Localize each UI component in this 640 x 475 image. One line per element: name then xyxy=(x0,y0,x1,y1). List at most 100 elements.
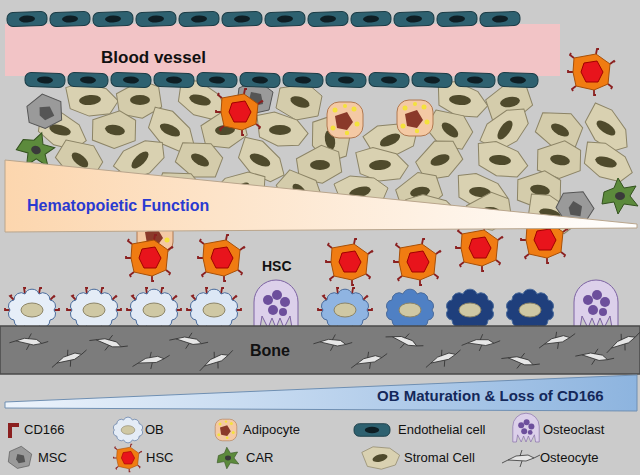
endothelial-cell xyxy=(111,72,151,87)
bone-band: Bone xyxy=(0,326,640,374)
osteoblast-nucleus xyxy=(143,303,165,317)
endothelial-cell xyxy=(412,72,452,87)
hsc-cell xyxy=(456,225,503,271)
car-icon xyxy=(217,447,239,469)
gradient-wedge xyxy=(5,375,637,411)
osteoclast-cell xyxy=(254,280,298,328)
osteoblast-nucleus xyxy=(334,303,356,317)
endothelial-cell xyxy=(326,72,366,87)
osteocyte-cell xyxy=(9,330,49,353)
node-text: Blood vessel xyxy=(101,48,206,68)
osteoclast-icon xyxy=(513,413,539,442)
endothelial-cell xyxy=(480,11,520,26)
stromal-legend-text: Stromal Cell xyxy=(404,450,475,466)
node-shape xyxy=(0,326,640,374)
osteocyte-legend-text: Osteocyte xyxy=(540,450,599,466)
osteoblast-body xyxy=(8,289,55,331)
stromal-icon xyxy=(362,447,400,469)
osteocyte-icon xyxy=(502,450,540,467)
osteoblast xyxy=(506,289,553,331)
blood-vessel-band: Blood vessel xyxy=(5,8,560,90)
cd166-icon xyxy=(8,423,19,438)
osteoblast xyxy=(386,289,433,331)
osteoblast-legend-text: OB xyxy=(145,422,164,438)
osteoblast xyxy=(318,288,372,331)
osteoblast xyxy=(187,288,241,331)
endothelial-cell xyxy=(179,11,219,26)
cell-label: HSC xyxy=(262,258,292,275)
endothelial-cell xyxy=(50,11,90,26)
node-text: OB Maturation & Loss of CD166 xyxy=(377,387,604,405)
osteocyte-cell xyxy=(537,329,577,352)
endothelial-cell xyxy=(68,72,108,87)
osteoblast-row xyxy=(5,280,618,331)
hsc-cell xyxy=(216,89,263,135)
hsc-cell xyxy=(326,239,373,285)
gradient-wedge xyxy=(5,160,637,232)
osteoblast xyxy=(127,288,181,331)
endothelial-cell xyxy=(498,72,538,87)
endothelial-cell xyxy=(394,11,434,26)
endothelial-cell xyxy=(7,11,47,26)
hsc-cell xyxy=(394,239,441,285)
endothelial-cell xyxy=(369,72,409,87)
osteoblast-body xyxy=(130,289,177,331)
endothelial-cell xyxy=(283,72,323,87)
vessel-lumen xyxy=(5,24,560,76)
osteoblast-icon-nucleus xyxy=(121,426,135,435)
endothelial-cell xyxy=(437,11,477,26)
hsc-cell xyxy=(198,235,245,281)
osteocyte-cell xyxy=(423,345,464,371)
osteoclast-legend-text: Osteoclast xyxy=(543,422,604,438)
endothelial-icon xyxy=(354,424,390,437)
osteoblast-nucleus xyxy=(83,303,105,317)
osteoblast xyxy=(5,288,59,331)
osteoblast-nucleus xyxy=(399,303,421,317)
osteocyte-cell xyxy=(168,328,209,354)
osteocyte-cell xyxy=(461,332,500,352)
endothelial-cell xyxy=(197,72,237,87)
stromal-cell xyxy=(88,108,140,151)
osteoblast-nucleus xyxy=(459,303,481,317)
osteocyte-cell xyxy=(49,345,90,371)
osteocyte-cell xyxy=(500,346,542,375)
cd166-legend-text: CD166 xyxy=(24,422,64,438)
stromal-cell xyxy=(575,135,638,190)
node-shape xyxy=(5,8,560,90)
osteoblast-nucleus xyxy=(203,303,225,317)
node-text: Hematopoietic Function xyxy=(27,196,209,215)
osteocyte-cell xyxy=(88,328,130,357)
hsc-cell xyxy=(568,49,615,95)
osteoblast-body xyxy=(321,289,368,331)
osteoblast-body xyxy=(190,289,237,331)
endothelial-cell xyxy=(308,11,348,26)
car-legend-text: CAR xyxy=(246,450,273,466)
endothelial-cell xyxy=(154,72,194,87)
msc-icon xyxy=(8,446,31,468)
adipocyte-icon xyxy=(215,419,237,441)
osteocyte-cell xyxy=(195,346,237,375)
ob-maturation-wedge: OB Maturation & Loss of CD166 xyxy=(5,374,637,412)
adipocyte-cell xyxy=(327,102,363,138)
hsc-cell xyxy=(126,235,173,281)
endothelial-cell xyxy=(265,11,305,26)
osteocyte-cell xyxy=(349,349,389,372)
endothelial-cell xyxy=(25,72,65,87)
osteocyte-cell xyxy=(313,331,353,354)
osteoblast-icon xyxy=(113,417,142,443)
msc-cell xyxy=(23,90,67,132)
osteocyte-cell xyxy=(574,344,615,370)
node-shape xyxy=(5,158,637,234)
osteoblast-body xyxy=(386,289,433,331)
adipocyte-cell xyxy=(397,100,433,136)
endothelial-legend-text: Endothelial cell xyxy=(398,422,485,438)
osteoblast xyxy=(446,289,493,331)
legend-icons xyxy=(8,413,540,472)
hematopoietic-gradient-wedge: Hematopoietic Function xyxy=(5,158,637,234)
osteoblast-body xyxy=(506,289,553,331)
hsc-icon xyxy=(114,444,142,472)
node-text: Bone xyxy=(250,341,290,360)
endothelial-cell xyxy=(136,11,176,26)
adipocyte-legend-text: Adipocyte xyxy=(243,422,300,438)
endothelial-cell xyxy=(240,72,280,87)
